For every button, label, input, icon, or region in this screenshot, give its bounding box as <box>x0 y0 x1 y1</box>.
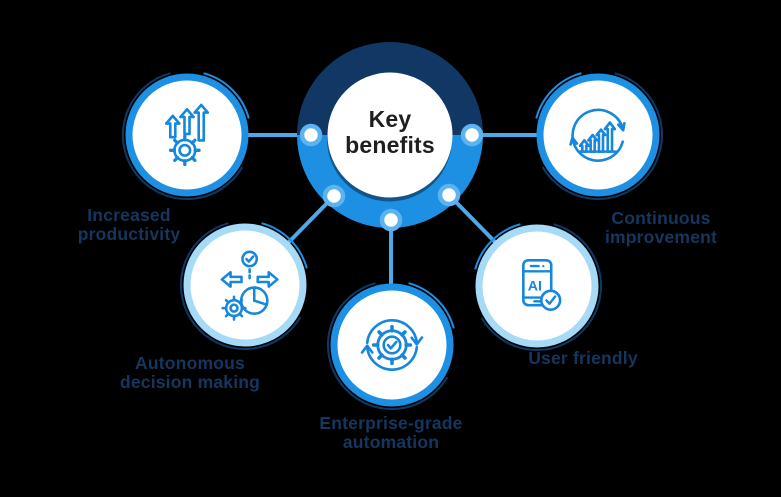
hub-title: Key benefits <box>345 106 435 158</box>
satellite-increased-productivity <box>119 67 255 203</box>
ai-label: AI <box>528 278 542 294</box>
hub-node-dot <box>322 184 346 208</box>
central-hub <box>290 35 490 235</box>
satellite-label-user-friendly: User friendly <box>528 348 638 368</box>
growth-cycle-icon <box>569 108 626 162</box>
satellite-user-friendly: AI <box>469 218 605 354</box>
hub-inner-circle <box>327 72 453 198</box>
growth-arrows-gear-icon <box>164 103 210 167</box>
satellite-enterprise-grade-automation <box>324 277 460 413</box>
ai-phone-check-icon: AI <box>522 258 562 311</box>
hub-node-dot <box>460 123 484 147</box>
satellite-label-enterprise-grade-automation: Enterprise-grade automation <box>319 413 463 452</box>
hub-node-dot <box>299 123 323 147</box>
satellite-continuous-improvement <box>530 67 666 203</box>
satellite-label-increased-productivity: Increased productivity <box>77 205 181 244</box>
satellite-label-continuous-improvement: Continuous improvement <box>604 208 718 247</box>
hub-node-dot <box>437 183 461 207</box>
decision-paths-icon <box>220 250 279 321</box>
hub-node-dot <box>379 208 403 232</box>
satellite-ring <box>180 222 308 351</box>
satellite-ring <box>474 223 602 352</box>
satellite-ring <box>327 282 455 411</box>
satellite-label-autonomous-decision-making: Autonomous decision making <box>119 353 261 392</box>
hub-ring-graphic <box>297 42 484 232</box>
hub-ring-top <box>297 42 483 136</box>
satellite-autonomous-decision-making <box>177 217 313 353</box>
connector-line <box>447 193 499 246</box>
automation-gear-cycle-icon <box>360 319 424 371</box>
